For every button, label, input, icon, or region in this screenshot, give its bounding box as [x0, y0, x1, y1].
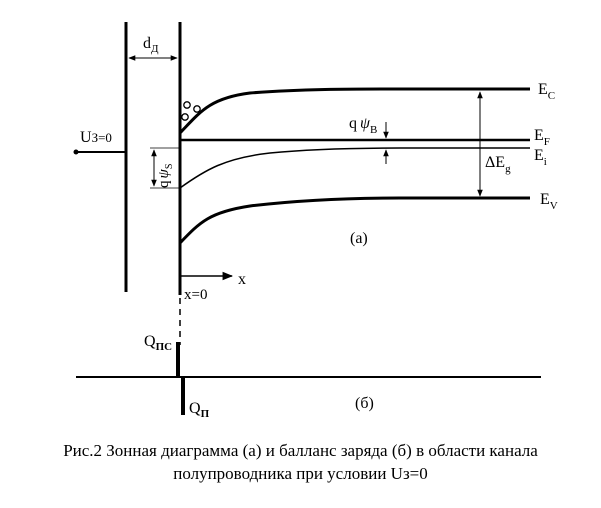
u-rest: З=0 [92, 130, 112, 145]
bandgap-label: ΔEg [485, 154, 511, 175]
surface-state-charge-bar [176, 342, 180, 377]
electron-circle [193, 105, 201, 113]
x-axis-label: x [238, 271, 246, 288]
panel-b-label: (б) [355, 395, 374, 412]
intrinsic-level-curve [179, 147, 530, 189]
gate-terminal-dot [73, 149, 79, 155]
d-sub: Д [151, 43, 159, 55]
panel-a-label: (а) [350, 230, 368, 247]
figure-caption-line1: Рис.2 Зонная диаграмма (а) и балланс зар… [63, 441, 538, 460]
u-main: U [80, 129, 92, 146]
ev-label: EV [540, 191, 558, 212]
semiconductor-charge-bar [181, 377, 185, 415]
x-zero-label: x=0 [184, 287, 207, 303]
electron-circle [181, 113, 189, 121]
figure-caption-line2: полупроводника при условии Uз=0 [173, 464, 428, 483]
gate-voltage-label: UЗ=0 [80, 129, 112, 146]
d-main: d [143, 35, 151, 52]
electron-circle [183, 101, 191, 109]
ef-label: EF [534, 127, 550, 148]
valence-band-curve [178, 196, 530, 245]
qpsis-label: qψS [156, 164, 175, 188]
conduction-band-curve [178, 87, 530, 135]
qp-label: QП [189, 400, 210, 420]
ei-label: Ei [534, 147, 547, 168]
oxide-thickness-label: dД [143, 35, 159, 55]
ec-label: EC [538, 81, 555, 102]
qps-label: QПС [144, 333, 172, 353]
